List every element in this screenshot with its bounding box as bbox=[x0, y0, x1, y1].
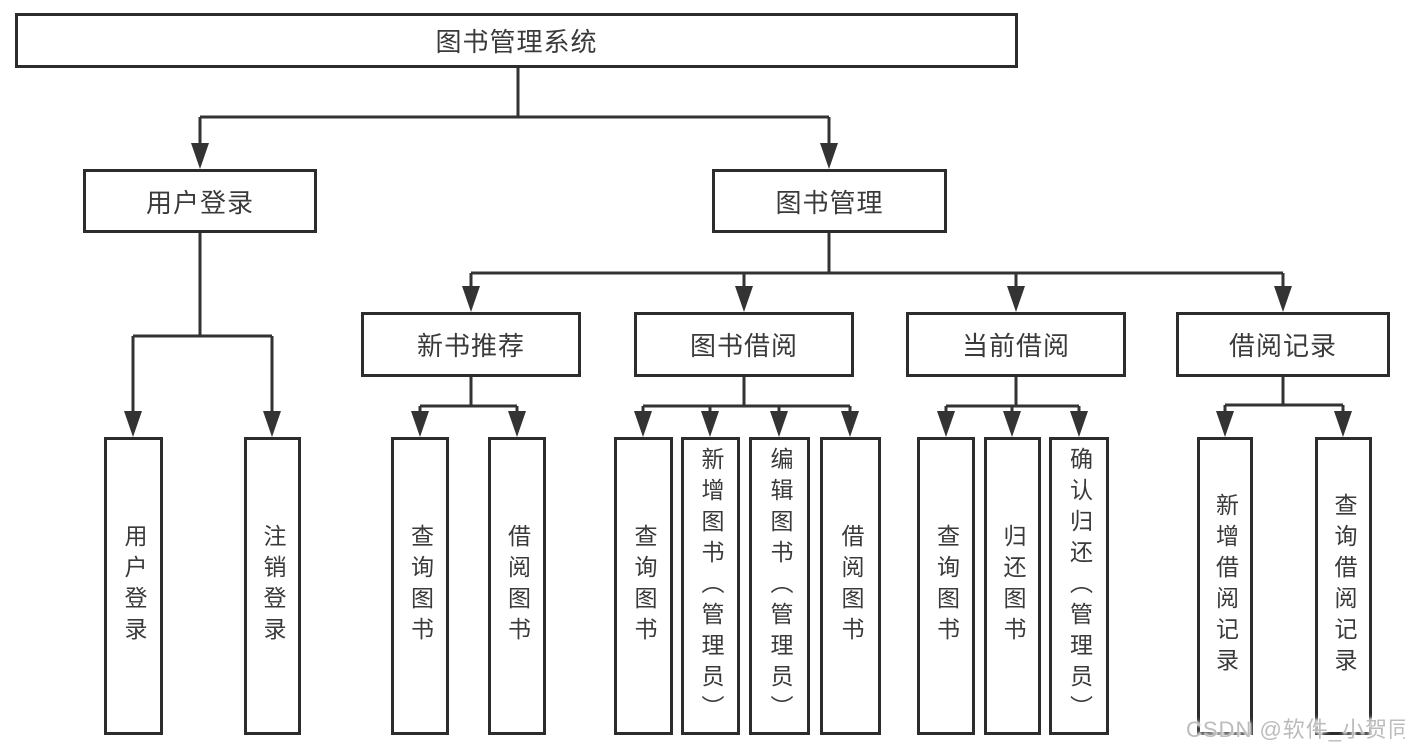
leaf-cb-query-books-label: 查询图书 bbox=[933, 524, 960, 648]
leaf-nbr-query-books: 查询图书 bbox=[391, 437, 449, 735]
leaf-bb-query-books: 查询图书 bbox=[614, 437, 673, 735]
leaf-logout-label: 注销登录 bbox=[260, 524, 286, 648]
arrowhead-book-borrow bbox=[735, 286, 753, 312]
arrowhead-bb-edit bbox=[770, 411, 788, 437]
leaf-bb-borrow-books: 借阅图书 bbox=[820, 437, 881, 735]
csdn-watermark: CSDN @软件_小贺同学 bbox=[1186, 717, 1405, 742]
arrowhead-new-book-recommend bbox=[462, 286, 480, 312]
node-book-borrow-label: 图书借阅 bbox=[689, 331, 798, 361]
leaf-nbr-borrow-books: 借阅图书 bbox=[488, 437, 546, 735]
node-book-management-label: 图书管理 bbox=[775, 187, 884, 218]
arrowhead-cb-return bbox=[1003, 411, 1021, 437]
node-root-label: 图书管理系统 bbox=[435, 27, 598, 57]
node-user-login: 用户登录 bbox=[83, 169, 317, 233]
node-borrow-records: 借阅记录 bbox=[1176, 312, 1390, 377]
leaf-bb-query-books-label: 查询图书 bbox=[631, 524, 657, 648]
node-new-book-recommend: 新书推荐 bbox=[361, 312, 581, 377]
leaf-br-query-record-label: 查询借阅记录 bbox=[1331, 493, 1357, 679]
arrowhead-user-login bbox=[191, 143, 209, 169]
leaf-bb-add-books-admin-label: 新增图书（管理员） bbox=[698, 446, 724, 726]
leaf-user-login: 用户登录 bbox=[104, 437, 163, 735]
arrowhead-nbr-borrow bbox=[508, 411, 526, 437]
arrowhead-br-query bbox=[1334, 411, 1352, 437]
leaf-br-add-record-label: 新增借阅记录 bbox=[1212, 493, 1239, 679]
leaf-cb-return-books-label: 归还图书 bbox=[1000, 524, 1026, 648]
arrowhead-current-borrow bbox=[1007, 286, 1025, 312]
leaf-cb-query-books: 查询图书 bbox=[917, 437, 975, 735]
leaf-bb-borrow-books-label: 借阅图书 bbox=[838, 524, 864, 648]
leaf-cb-confirm-return-admin-label: 确认归还（管理员） bbox=[1066, 446, 1093, 726]
leaf-br-add-record: 新增借阅记录 bbox=[1197, 437, 1253, 735]
arrowhead-bb-borrow bbox=[841, 411, 859, 437]
node-new-book-recommend-label: 新书推荐 bbox=[416, 331, 525, 361]
node-user-login-label: 用户登录 bbox=[145, 187, 254, 218]
arrowhead-borrow-records bbox=[1274, 286, 1292, 312]
leaf-bb-edit-books-admin: 编辑图书（管理员） bbox=[749, 437, 810, 735]
leaf-user-login-label: 用户登录 bbox=[121, 524, 147, 648]
arrowhead-cb-query bbox=[937, 411, 955, 437]
arrowhead-nbr-query bbox=[411, 411, 429, 437]
node-root: 图书管理系统 bbox=[15, 13, 1018, 68]
node-borrow-records-label: 借阅记录 bbox=[1228, 331, 1337, 361]
leaf-nbr-query-books-label: 查询图书 bbox=[407, 524, 434, 648]
leaf-bb-edit-books-admin-label: 编辑图书（管理员） bbox=[767, 446, 793, 726]
leaf-logout: 注销登录 bbox=[244, 437, 301, 735]
node-current-borrow-label: 当前借阅 bbox=[961, 331, 1070, 361]
arrowhead-cb-confirm bbox=[1070, 411, 1088, 437]
arrowhead-leaf-logout bbox=[263, 411, 281, 437]
arrowhead-bb-add bbox=[701, 411, 719, 437]
leaf-br-query-record: 查询借阅记录 bbox=[1315, 437, 1372, 735]
arrowhead-br-add bbox=[1216, 411, 1234, 437]
leaf-cb-return-books: 归还图书 bbox=[984, 437, 1041, 735]
leaf-cb-confirm-return-admin: 确认归还（管理员） bbox=[1049, 437, 1109, 735]
leaf-bb-add-books-admin: 新增图书（管理员） bbox=[681, 437, 740, 735]
node-current-borrow: 当前借阅 bbox=[906, 312, 1126, 377]
arrowhead-leaf-user-login bbox=[124, 411, 142, 437]
leaf-nbr-borrow-books-label: 借阅图书 bbox=[504, 524, 531, 648]
arrowhead-book-management bbox=[820, 143, 838, 169]
arrowhead-bb-query bbox=[634, 411, 652, 437]
node-book-management: 图书管理 bbox=[712, 169, 947, 233]
node-book-borrow: 图书借阅 bbox=[634, 312, 854, 377]
